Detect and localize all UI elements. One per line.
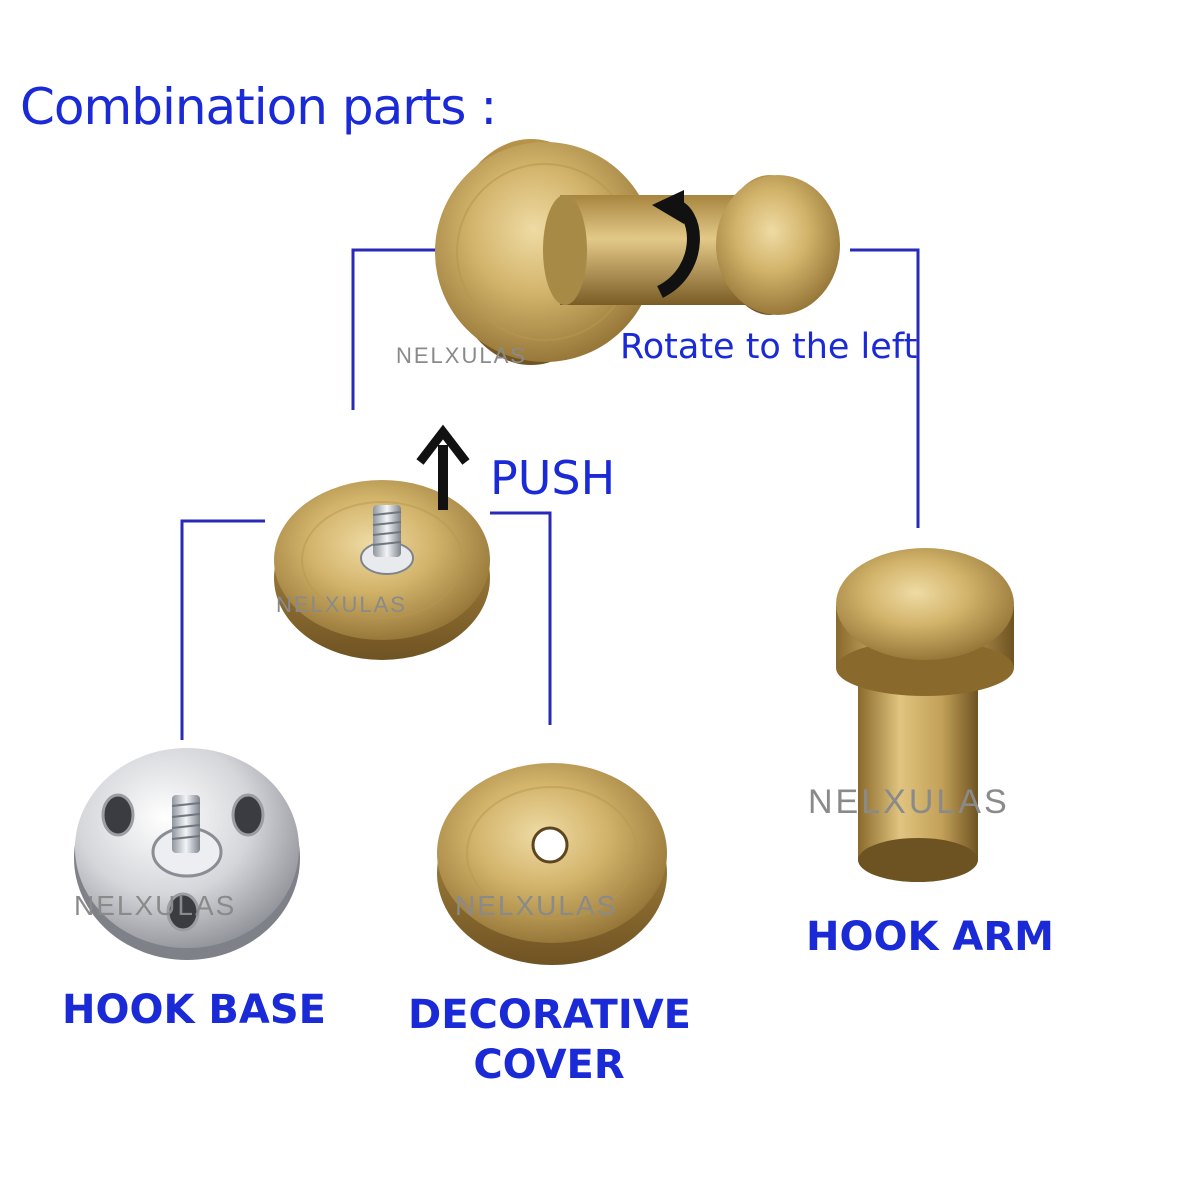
push-annotation: PUSH (490, 451, 616, 505)
decorative-cover-label: DECORATIVE COVER (408, 992, 691, 1088)
rotate-arrow-icon (652, 190, 700, 298)
hook-base-label: HOOK BASE (62, 987, 326, 1033)
push-arrow-icon (416, 424, 470, 510)
hook-arm-image (836, 548, 1014, 882)
base-with-stud-image (274, 480, 490, 660)
watermark-text: NELXULAS (396, 343, 527, 368)
connector-lines (180, 248, 920, 740)
watermark-text: NELXULAS (74, 890, 236, 921)
diagram-title: Combination parts : (20, 78, 497, 136)
hook-base-image (74, 748, 300, 960)
watermarks: NELXULAS NELXULAS NELXULAS NELXULAS NELX… (74, 343, 1010, 921)
hook-arm-label: HOOK ARM (806, 914, 1054, 960)
watermark-text: NELXULAS (808, 783, 1010, 821)
decorative-cover-image (437, 763, 667, 965)
assembled-hook-image (435, 139, 840, 365)
watermark-text: NELXULAS (276, 592, 407, 617)
watermark-text: NELXULAS (455, 890, 617, 921)
rotate-annotation: Rotate to the left (620, 327, 918, 367)
